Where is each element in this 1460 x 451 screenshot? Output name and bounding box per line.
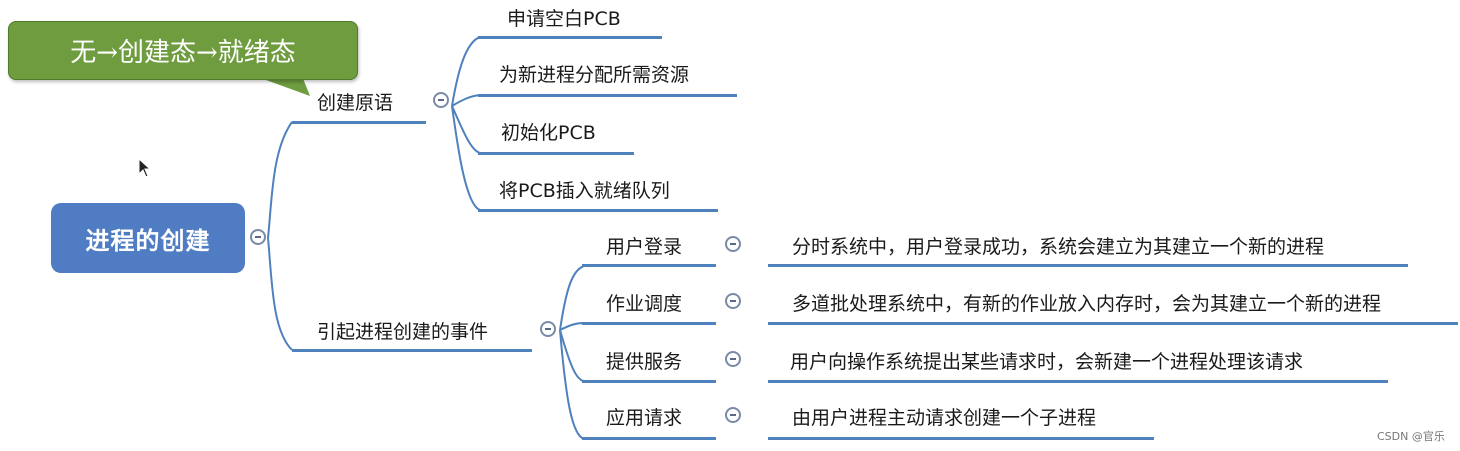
- event-label: 用户登录: [606, 236, 683, 258]
- event-detail: 用户向操作系统提出某些请求时，会新建一个进程处理该请求: [790, 351, 1304, 373]
- event-label: 作业调度: [606, 293, 683, 315]
- collapse-event-icon[interactable]: [725, 351, 741, 367]
- primitive-branch-label: 创建原语: [317, 92, 394, 114]
- collapse-events-icon[interactable]: [540, 321, 556, 337]
- event-branch-underline: [292, 349, 532, 352]
- event-branch-label: 引起进程创建的事件: [317, 321, 489, 343]
- collapse-primitive-icon[interactable]: [433, 92, 449, 108]
- event-detail: 多道批处理系统中，有新的作业放入内存时，会为其建立一个新的进程: [792, 293, 1382, 315]
- root-node[interactable]: 进程的创建: [51, 203, 245, 273]
- primitive-item-underline: [478, 36, 662, 39]
- watermark: CSDN @官乐: [1377, 430, 1445, 443]
- event-detail-underline: [768, 437, 1154, 440]
- collapse-event-icon[interactable]: [725, 293, 741, 309]
- event-label-underline: [582, 322, 716, 325]
- event-detail-underline: [768, 264, 1408, 267]
- event-detail-underline: [768, 322, 1458, 325]
- primitive-item: 将PCB插入就绪队列: [499, 180, 670, 202]
- event-label: 提供服务: [606, 351, 683, 373]
- event-label: 应用请求: [606, 407, 683, 429]
- event-detail: 由用户进程主动请求创建一个子进程: [792, 407, 1097, 429]
- event-label-underline: [582, 380, 716, 383]
- event-label-underline: [582, 264, 716, 267]
- primitive-item: 申请空白PCB: [507, 8, 621, 30]
- state-transition-callout: 无→创建态→就绪态: [8, 21, 358, 80]
- event-detail: 分时系统中，用户登录成功，系统会建立为其建立一个新的进程: [792, 236, 1325, 258]
- primitive-item-underline: [478, 209, 718, 212]
- mouse-cursor-icon: [138, 158, 152, 178]
- primitive-item: 初始化PCB: [501, 122, 596, 144]
- primitive-item: 为新进程分配所需资源: [499, 64, 690, 86]
- collapse-root-icon[interactable]: [250, 229, 266, 245]
- event-detail-underline: [768, 380, 1388, 383]
- collapse-event-icon[interactable]: [725, 407, 741, 423]
- event-label-underline: [582, 437, 716, 440]
- primitive-item-underline: [478, 94, 737, 97]
- primitive-branch-underline: [292, 121, 426, 124]
- collapse-event-icon[interactable]: [725, 236, 741, 252]
- root-label: 进程的创建: [85, 226, 211, 255]
- primitive-item-underline: [478, 152, 634, 155]
